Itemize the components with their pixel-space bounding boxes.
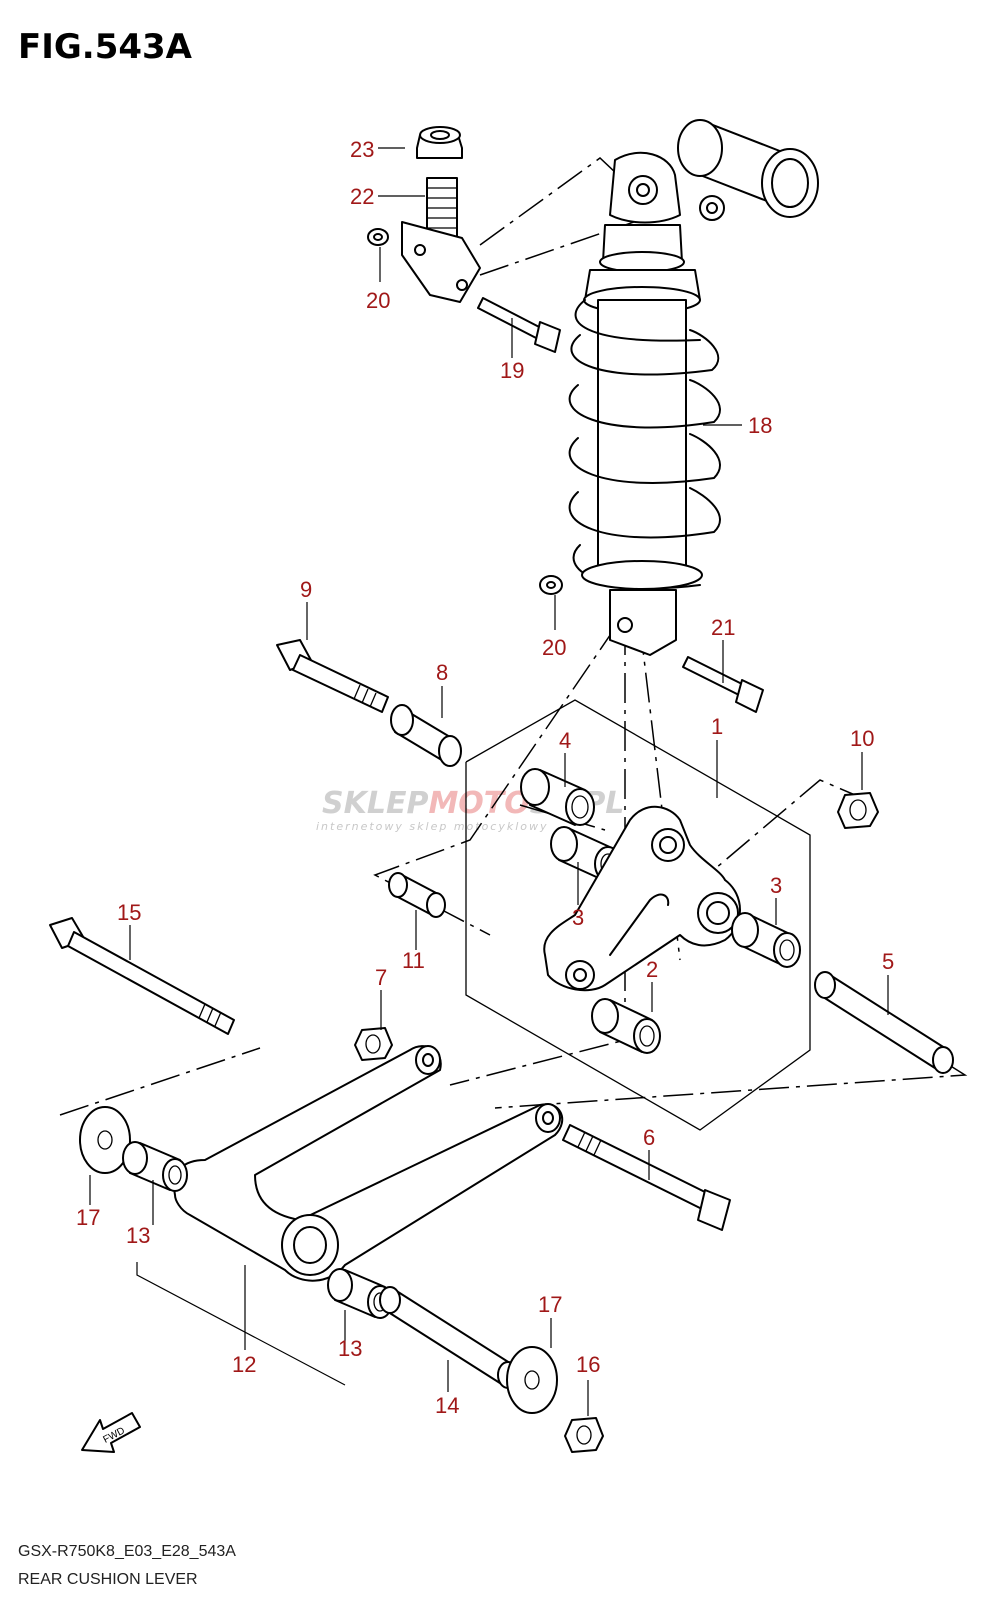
bolt-19 <box>477 297 561 353</box>
callout-13-lower: 13 <box>338 1336 362 1361</box>
washer-20-lower <box>539 575 563 595</box>
callout-1: 1 <box>711 714 723 739</box>
nut-7 <box>354 1027 393 1061</box>
watermark-brand-2: MOTO <box>428 786 529 821</box>
callout-20-lower: 20 <box>542 635 566 660</box>
callout-11: 11 <box>402 948 425 973</box>
callout-6: 6 <box>643 1125 655 1150</box>
callout-7: 7 <box>375 965 387 990</box>
watermark-tagline: internetowy sklep motocyklowy <box>316 820 549 833</box>
spacer-14 <box>379 1286 519 1389</box>
assembly-box <box>465 699 811 1131</box>
spacer-8 <box>390 704 462 767</box>
callout-14: 14 <box>435 1393 459 1418</box>
spacer-11 <box>388 872 446 918</box>
figure-title: FIG.543A <box>18 27 193 67</box>
callout-9: 9 <box>300 577 312 602</box>
bolt-15 <box>49 917 235 1035</box>
callout-5: 5 <box>882 949 894 974</box>
callout-20-top: 20 <box>366 288 390 313</box>
bolt-21 <box>682 656 764 713</box>
callout-17-left: 17 <box>76 1205 100 1230</box>
callout-15: 15 <box>117 900 141 925</box>
callout-12: 12 <box>232 1352 256 1377</box>
spacer-5 <box>814 971 954 1074</box>
callout-10: 10 <box>850 726 874 751</box>
figure-name: REAR CUSHION LEVER <box>18 1571 198 1588</box>
callout-4: 4 <box>559 728 571 753</box>
bolt-9 <box>276 639 389 713</box>
callout-21: 21 <box>711 615 735 640</box>
callout-23: 23 <box>350 137 374 162</box>
callout-8: 8 <box>436 660 448 685</box>
washer-17-right <box>506 1346 558 1414</box>
rear-shock-absorber <box>568 119 819 656</box>
callout-13-left: 13 <box>126 1223 150 1248</box>
bearing-4 <box>520 768 595 826</box>
bearing-13-left <box>122 1141 188 1192</box>
callout-16: 16 <box>576 1352 600 1377</box>
assembly-lines <box>59 157 968 1116</box>
callout-17-right: 17 <box>538 1292 562 1317</box>
nut-23 <box>416 126 463 159</box>
bolt-6 <box>562 1124 731 1231</box>
washer-20-top <box>367 228 389 246</box>
leader-lines <box>89 147 889 1416</box>
callout-22: 22 <box>350 184 374 209</box>
bearing-2 <box>591 998 661 1054</box>
model-code: GSX-R750K8_E03_E28_543A <box>18 1543 236 1560</box>
washer-17-left <box>79 1106 131 1174</box>
bearing-3-right <box>731 912 801 968</box>
watermark-brand-1: SKLEP <box>322 786 428 821</box>
callout-18: 18 <box>748 413 772 438</box>
callout-3-right: 3 <box>770 873 782 898</box>
fwd-arrow-icon: FWD <box>81 1412 141 1453</box>
cushion-lever-1 <box>543 805 741 992</box>
bracket-22 <box>401 177 481 303</box>
callout-3-upper: 3 <box>572 905 584 930</box>
nut-16 <box>564 1417 604 1453</box>
callouts: 23 22 20 19 18 9 20 21 8 4 1 10 3 3 15 1… <box>76 137 894 1418</box>
cushion-rod-12 <box>173 1045 564 1282</box>
nut-10 <box>837 792 879 829</box>
callout-19: 19 <box>500 358 524 383</box>
callout-2: 2 <box>646 957 658 982</box>
